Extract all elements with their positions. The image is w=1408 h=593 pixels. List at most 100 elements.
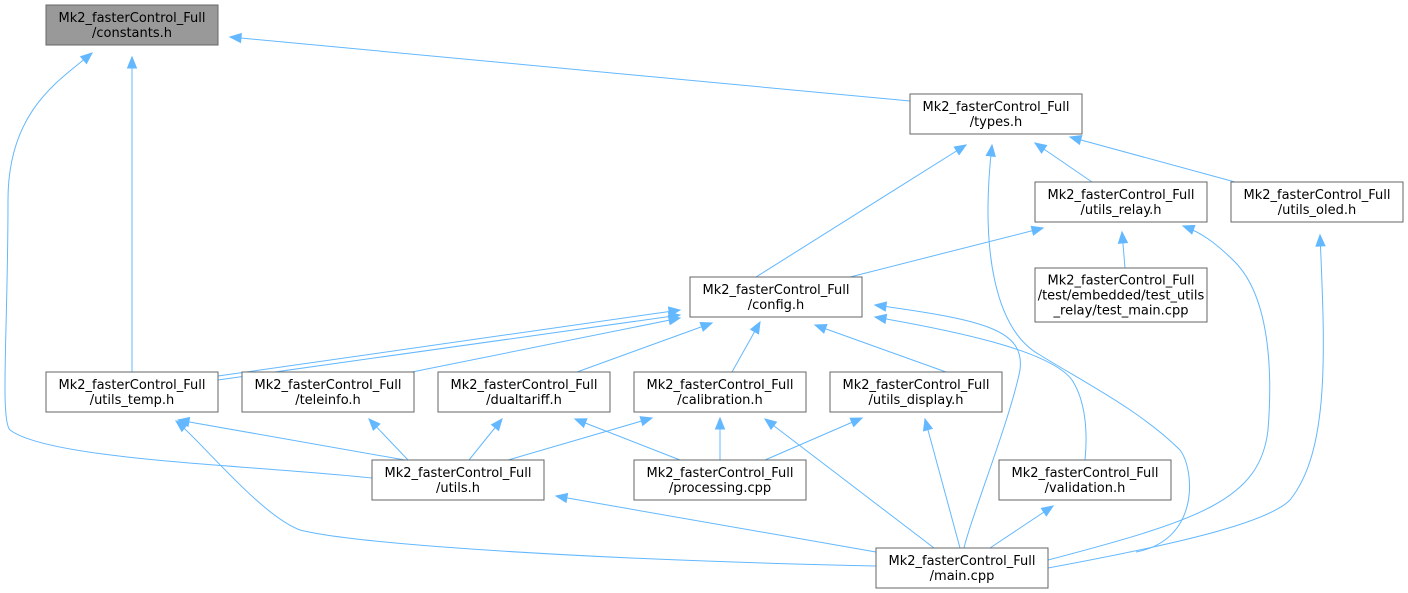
node-processing[interactable]: Mk2_fasterControl_Full/processing.cpp: [633, 459, 807, 501]
node-label-line: Mk2_fasterControl_Full: [59, 11, 206, 26]
node-label-line: Mk2_fasterControl_Full: [647, 466, 794, 481]
edge-line: [874, 304, 1021, 549]
node-label-line: _relay/test_main.cpp: [1053, 304, 1189, 319]
node-label-line: Mk2_fasterControl_Full: [451, 378, 598, 393]
edge-main-to-utils_temp: [174, 420, 877, 567]
edge-arrowhead: [699, 321, 714, 332]
edge-arrowhead: [1040, 505, 1055, 517]
edge-line: [576, 322, 713, 373]
node-utils[interactable]: Mk2_fasterControl_Full/utils.h: [371, 459, 545, 501]
node-config[interactable]: Mk2_fasterControl_Full/config.h: [689, 276, 863, 318]
edge-utils_temp-to-constants: [126, 55, 138, 372]
node-label-line: Mk2_fasterControl_Full: [385, 466, 532, 481]
node-box: [829, 371, 1003, 413]
node-dualtariff[interactable]: Mk2_fasterControl_Full/dualtariff.h: [437, 371, 611, 413]
node-test_main[interactable]: Mk2_fasterControl_Full/test/embedded/tes…: [1034, 267, 1208, 323]
edge-line: [217, 309, 681, 377]
edge-main-to-types: [985, 143, 1191, 553]
edge-utils-to-calibration: [507, 416, 654, 461]
edge-utils-to-dualtariff: [468, 417, 503, 461]
node-main[interactable]: Mk2_fasterControl_Full/main.cpp: [875, 547, 1049, 589]
edge-line: [924, 418, 961, 549]
edge-arrowhead: [126, 55, 138, 69]
node-constants[interactable]: Mk2_fasterControl_Full/constants.h: [45, 4, 219, 46]
node-utils_relay[interactable]: Mk2_fasterControl_Full/utils_relay.h: [1034, 181, 1208, 223]
edge-utils-to-teleinfo: [368, 418, 409, 461]
node-validation[interactable]: Mk2_fasterControl_Full/validation.h: [998, 459, 1172, 501]
node-label-line: /test/embedded/test_utils: [1038, 289, 1205, 304]
node-label-line: /types.h: [970, 115, 1023, 130]
edge-arrowhead: [490, 417, 503, 432]
node-label-line: Mk2_fasterControl_Full: [923, 100, 1070, 115]
node-box: [689, 276, 863, 318]
edge-utils_oled-to-types: [1068, 134, 1236, 183]
node-utils_oled[interactable]: Mk2_fasterControl_Full/utils_oled.h: [1230, 181, 1404, 223]
node-types[interactable]: Mk2_fasterControl_Full/types.h: [909, 93, 1083, 135]
node-utils_display[interactable]: Mk2_fasterControl_Full/utils_display.h: [829, 371, 1003, 413]
node-label-line: Mk2_fasterControl_Full: [255, 378, 402, 393]
node-label-line: Mk2_fasterControl_Full: [843, 378, 990, 393]
edge-main-to-utils_display: [922, 417, 961, 549]
edge-test_main-to-utils_relay: [1117, 230, 1129, 269]
node-label-line: /validation.h: [1045, 481, 1126, 496]
edge-arrowhead: [1117, 230, 1129, 244]
edge-processing-to-dualtariff: [573, 418, 681, 461]
edge-line: [217, 314, 681, 381]
node-label-line: /teleinfo.h: [295, 393, 361, 408]
edge-calibration-to-config: [731, 320, 761, 373]
node-teleinfo[interactable]: Mk2_fasterControl_Full/teleinfo.h: [241, 371, 415, 413]
node-utils_temp[interactable]: Mk2_fasterControl_Full/utils_temp.h: [45, 371, 219, 413]
edge-arrowhead: [573, 418, 588, 429]
edge-main-to-calibration: [763, 418, 935, 549]
node-label-line: Mk2_fasterControl_Full: [1048, 274, 1195, 289]
edge-arrowhead: [813, 323, 828, 334]
edge-line: [987, 144, 1191, 553]
node-label-line: Mk2_fasterControl_Full: [1244, 188, 1391, 203]
edge-line: [555, 495, 877, 553]
edge-arrowhead: [1030, 225, 1045, 236]
node-label-line: /config.h: [748, 298, 805, 313]
node-label-line: /constants.h: [92, 26, 172, 41]
node-label-line: Mk2_fasterControl_Full: [1048, 188, 1195, 203]
edge-arrowhead: [228, 32, 242, 44]
node-box: [909, 93, 1083, 135]
edge-arrowhead: [953, 144, 968, 156]
node-box: [241, 371, 415, 413]
node-box: [45, 4, 219, 46]
edge-main-to-utils: [554, 492, 877, 553]
edge-arrowhead: [1181, 224, 1196, 235]
edge-processing-to-utils_display: [764, 417, 864, 461]
node-label-line: /utils_relay.h: [1080, 203, 1161, 218]
node-calibration[interactable]: Mk2_fasterControl_Full/calibration.h: [633, 371, 807, 413]
edge-line: [849, 227, 1044, 278]
node-box: [875, 547, 1049, 589]
node-box: [633, 459, 807, 501]
edge-arrowhead: [639, 416, 654, 427]
edge-utils_relay-to-types: [1033, 142, 1093, 183]
edge-main-to-config: [873, 301, 1021, 549]
edge-arrowhead: [873, 301, 888, 312]
edge-line: [1047, 234, 1324, 569]
node-label-line: /main.cpp: [930, 569, 995, 584]
edge-arrowhead: [79, 52, 94, 65]
edge-teleinfo-to-config: [411, 315, 682, 373]
edge-line: [989, 505, 1054, 549]
edge-line: [874, 316, 1087, 461]
edge-arrowhead: [554, 492, 569, 504]
edge-arrowhead: [1033, 142, 1048, 154]
edge-arrowhead: [873, 313, 888, 325]
edge-line: [411, 317, 681, 373]
edge-processing-to-calibration: [714, 416, 726, 460]
edge-utils_temp-to-config: [217, 306, 682, 377]
node-label-line: /processing.cpp: [669, 481, 771, 496]
edge-arrowhead: [849, 417, 864, 428]
node-label-line: /calibration.h: [677, 393, 763, 408]
edge-types-to-constants: [228, 32, 911, 102]
node-box: [1230, 181, 1404, 223]
node-label-line: Mk2_fasterControl_Full: [647, 378, 794, 393]
edge-line: [507, 417, 653, 461]
node-label-line: Mk2_fasterControl_Full: [889, 554, 1036, 569]
node-label-line: /utils_oled.h: [1278, 203, 1356, 218]
node-box: [633, 371, 807, 413]
